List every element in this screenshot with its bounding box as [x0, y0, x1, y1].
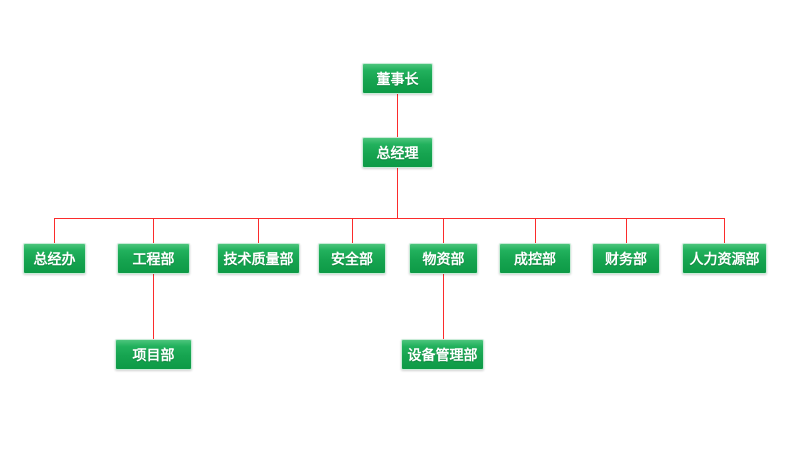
- org-node-finance: 财务部: [592, 243, 660, 274]
- org-node-general-manager: 总经理: [362, 137, 433, 168]
- org-node-materials: 物资部: [409, 243, 478, 274]
- org-node-project: 项目部: [115, 339, 192, 370]
- org-node-hr: 人力资源部: [682, 243, 767, 274]
- connector-drop-gm-office: [54, 218, 55, 244]
- org-node-engineering: 工程部: [117, 243, 190, 274]
- org-node-gm-office: 总经办: [23, 243, 86, 274]
- connector-drop-finance: [626, 218, 627, 244]
- org-node-safety: 安全部: [318, 243, 386, 274]
- connector-drop-safety: [352, 218, 353, 244]
- connector-horizontal-bus: [54, 218, 725, 219]
- connector-drop-tech-quality: [258, 218, 259, 244]
- connector-drop-engineering: [153, 218, 154, 244]
- connector-general-manager-to-bus: [397, 168, 398, 218]
- connector-engineering-to-project: [153, 274, 154, 339]
- org-node-cost-control: 成控部: [499, 243, 571, 274]
- connector-chairman-to-general-manager: [397, 94, 398, 137]
- connector-drop-materials: [443, 218, 444, 244]
- connector-materials-to-equipment-mgmt: [443, 274, 444, 339]
- org-node-equipment-mgmt: 设备管理部: [401, 339, 484, 370]
- connector-drop-cost-control: [535, 218, 536, 244]
- connector-drop-hr: [724, 218, 725, 244]
- org-node-chairman: 董事长: [362, 63, 433, 94]
- org-node-tech-quality: 技术质量部: [217, 243, 300, 274]
